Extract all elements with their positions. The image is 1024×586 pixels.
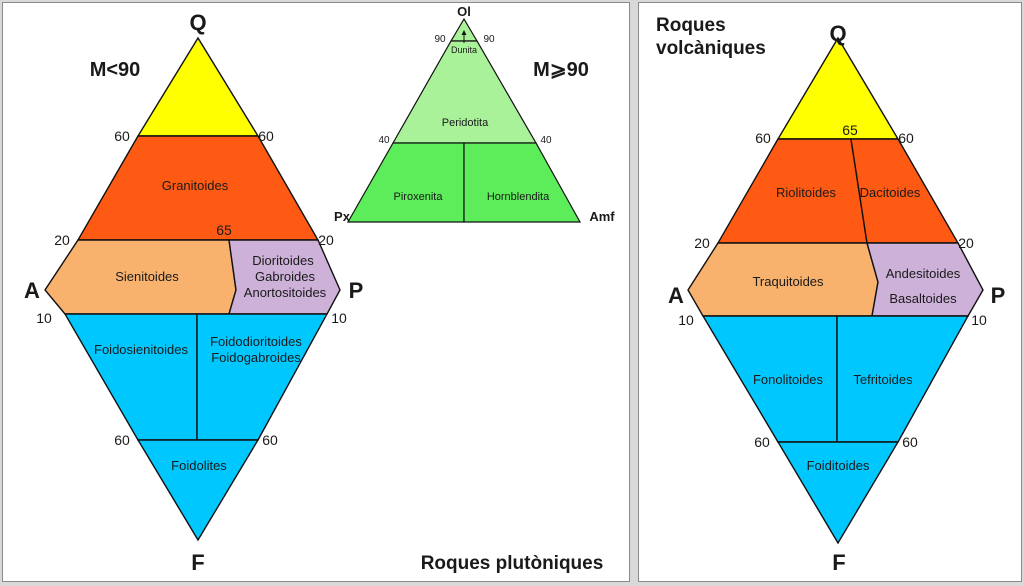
label-foidolites: Foidolites: [171, 458, 227, 473]
label-dioritoides: Dioritoides: [252, 253, 314, 268]
tick-volc-f60-left: 60: [754, 434, 770, 450]
m-label-plutonic: M<90: [90, 59, 141, 81]
tick-90-left: 90: [434, 34, 446, 45]
tick-volc-f10-left: 10: [678, 312, 694, 328]
tick-40-right: 40: [540, 135, 552, 146]
m-label-ultramafic: M⩾90: [533, 59, 589, 81]
tick-65: 65: [216, 222, 232, 238]
volcanic-diagram: Roques volcàniques Q A P F 60 60 65 20 2…: [656, 15, 1005, 575]
tick-40-left: 40: [378, 135, 390, 146]
tick-f10-right: 10: [331, 310, 347, 326]
label-dacitoides: Dacitoides: [860, 185, 921, 200]
field-hornblendita: [463, 142, 582, 223]
label-piroxenita: Piroxenita: [394, 191, 444, 203]
field-foiditoides: [776, 441, 900, 545]
tick-volc-q20-right: 20: [958, 235, 974, 251]
title-plutonic: Roques plutòniques: [421, 553, 604, 574]
label-foidosienitoides: Foidosienitoides: [94, 342, 188, 357]
label-gabroides: Gabroides: [255, 269, 315, 284]
label-foiditoides: Foiditoides: [807, 458, 870, 473]
vertex-a-volc: A: [668, 283, 684, 308]
label-basaltoides: Basaltoides: [889, 291, 957, 306]
field-foidosienitoides: [63, 313, 198, 441]
vertex-ol: Ol: [457, 4, 471, 19]
label-anortositoides: Anortositoides: [244, 285, 327, 300]
tick-volc-f10-right: 10: [971, 312, 987, 328]
label-dunita: Dunita: [451, 45, 477, 55]
tick-90-right: 90: [483, 34, 495, 45]
plutonic-diagram: Q A P F M<90 60 60 20 20 65 10 10 60 60 …: [24, 10, 603, 575]
title-volcanic-line1: Roques: [656, 15, 726, 36]
tick-q20-left: 20: [54, 232, 70, 248]
tick-volc-q20-left: 20: [694, 235, 710, 251]
field-foidodioritoides: [196, 313, 329, 441]
vertex-f: F: [191, 550, 204, 575]
field-foidolites: [136, 439, 260, 542]
ultramafic-diagram: Ol Px Amf M⩾90 90 90 40 40 Dunita Perido…: [334, 4, 615, 224]
label-foidodioritoides: Foidodioritoides: [210, 334, 302, 349]
tick-f10-left: 10: [36, 310, 52, 326]
vertex-q-volc: Q: [829, 21, 846, 46]
tick-volc-65: 65: [842, 122, 858, 138]
vertex-amf: Amf: [589, 209, 615, 224]
vertex-p-volc: P: [991, 283, 1006, 308]
tick-q60-left: 60: [114, 128, 130, 144]
label-granitoides: Granitoides: [162, 178, 229, 193]
label-traquitoides: Traquitoides: [752, 274, 824, 289]
tick-f60-left: 60: [114, 432, 130, 448]
vertex-f-volc: F: [832, 550, 845, 575]
label-fonolitoides: Fonolitoides: [753, 372, 824, 387]
vertex-q: Q: [189, 10, 206, 35]
vertex-a: A: [24, 278, 40, 303]
label-andesitoides: Andesitoides: [886, 266, 961, 281]
label-peridotita: Peridotita: [442, 117, 489, 129]
tick-volc-q60-left: 60: [755, 130, 771, 146]
label-foidogabroides: Foidogabroides: [211, 350, 301, 365]
label-hornblendita: Hornblendita: [487, 191, 550, 203]
label-tefritoides: Tefritoides: [853, 372, 913, 387]
tick-q20-right: 20: [318, 232, 334, 248]
arrow-head-icon: [461, 30, 467, 35]
field-volc-quartz: [776, 36, 900, 140]
vertex-p: P: [349, 278, 364, 303]
vertex-px: Px: [334, 209, 351, 224]
title-volcanic-line2: volcàniques: [656, 38, 766, 59]
field-piroxenita: [346, 142, 465, 223]
tick-f60-right: 60: [262, 432, 278, 448]
label-riolitoides: Riolitoides: [776, 185, 836, 200]
tick-volc-f60-right: 60: [902, 434, 918, 450]
tick-q60-right: 60: [258, 128, 274, 144]
label-sienitoides: Sienitoides: [115, 269, 179, 284]
field-quartzolite: [136, 36, 260, 137]
tick-volc-q60-right: 60: [898, 130, 914, 146]
